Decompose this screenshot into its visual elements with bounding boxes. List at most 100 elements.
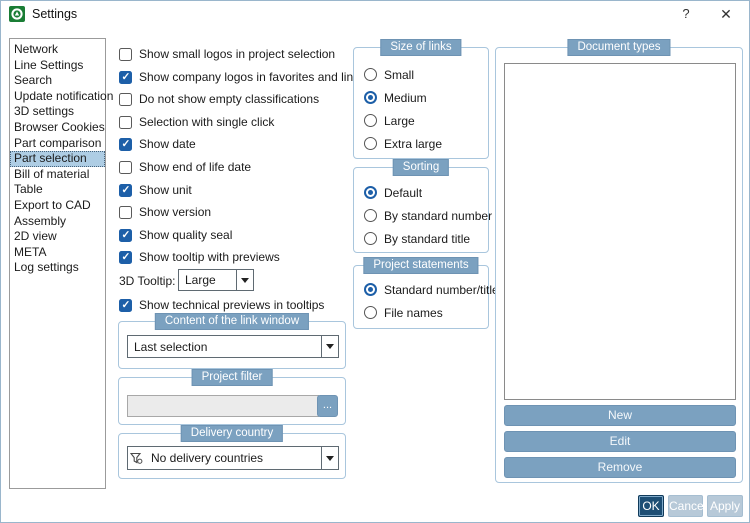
group-project-filter-title: Project filter xyxy=(191,369,273,386)
checkbox-label: Show technical previews in tooltips xyxy=(139,298,325,312)
group-sorting-title: Sorting xyxy=(392,159,450,176)
checkbox-checked-icon[interactable] xyxy=(119,250,132,264)
radio-unselected-icon[interactable] xyxy=(364,68,377,81)
checkbox-unchecked-icon[interactable] xyxy=(119,115,132,129)
checkbox-tooltip-previews[interactable]: Show tooltip with previews xyxy=(119,249,280,265)
sidebar-item-2d-view[interactable]: 2D view xyxy=(14,229,57,244)
checkbox-label: Show date xyxy=(139,137,196,151)
radio-label: By standard title xyxy=(384,231,471,246)
checkbox-checked-icon[interactable] xyxy=(119,298,132,312)
radio-label: Medium xyxy=(384,90,427,105)
group-size-of-links: Size of links Small Medium Large Extra l… xyxy=(353,39,489,159)
3d-tooltip-value: Large xyxy=(185,273,216,287)
group-link-window: Content of the link window Last selectio… xyxy=(118,313,346,369)
ok-button[interactable]: OK xyxy=(638,495,664,517)
group-sorting: Sorting Default By standard number By st… xyxy=(353,159,492,253)
checkbox-show-company-logos[interactable]: Show company logos in favorites and link… xyxy=(119,69,365,85)
delivery-country-value: No delivery countries xyxy=(151,451,264,465)
checkbox-unchecked-icon[interactable] xyxy=(119,205,132,219)
checkbox-quality-seal[interactable]: Show quality seal xyxy=(119,227,232,243)
checkbox-label: Show end of life date xyxy=(139,160,252,174)
sidebar-item-update-notification[interactable]: Update notification xyxy=(14,88,114,103)
window-title: Settings xyxy=(32,7,78,21)
app-icon xyxy=(9,6,25,22)
dropdown-arrow-icon[interactable] xyxy=(236,270,253,290)
browse-button[interactable]: ... xyxy=(317,395,338,417)
new-button[interactable]: New xyxy=(504,405,736,426)
radio-sort-standard-title[interactable]: By standard title xyxy=(364,231,470,246)
sidebar-item-search[interactable]: Search xyxy=(14,73,53,88)
radio-unselected-icon[interactable] xyxy=(364,114,377,127)
dropdown-arrow-icon[interactable] xyxy=(321,336,338,357)
radio-unselected-icon[interactable] xyxy=(364,232,377,245)
radio-unselected-icon[interactable] xyxy=(364,137,377,150)
radio-label: Large xyxy=(384,113,415,128)
close-button[interactable]: ✕ xyxy=(720,6,732,22)
checkbox-checked-icon[interactable] xyxy=(119,137,132,151)
radio-unselected-icon[interactable] xyxy=(364,209,377,222)
checkbox-label: Show unit xyxy=(139,183,192,197)
sidebar-item-part-comparison[interactable]: Part comparison xyxy=(14,135,102,150)
sidebar-item-assembly[interactable]: Assembly xyxy=(14,213,67,228)
radio-standard-number-title[interactable]: Standard number/title xyxy=(364,282,499,297)
checkbox-show-small-logos[interactable]: Show small logos in project selection xyxy=(119,46,335,62)
checkbox-show-unit[interactable]: Show unit xyxy=(119,182,192,198)
checkbox-empty-classifications[interactable]: Do not show empty classifications xyxy=(119,91,319,107)
radio-selected-icon[interactable] xyxy=(364,91,377,104)
titlebar: Settings ? ✕ xyxy=(1,1,749,28)
checkbox-technical-previews[interactable]: Show technical previews in tooltips xyxy=(119,297,324,313)
document-types-list[interactable] xyxy=(504,63,736,400)
radio-selected-icon[interactable] xyxy=(364,186,377,199)
project-filter-input xyxy=(127,395,319,417)
sidebar-item-table[interactable]: Table xyxy=(14,182,43,197)
radio-size-large[interactable]: Large xyxy=(364,113,415,128)
radio-label: Standard number/title xyxy=(384,282,499,297)
dropdown-arrow-icon[interactable] xyxy=(321,447,338,469)
radio-size-small[interactable]: Small xyxy=(364,67,414,82)
group-document-types: Document types New Edit Remove xyxy=(495,39,743,483)
link-window-select[interactable]: Last selection xyxy=(127,335,339,358)
radio-sort-standard-number[interactable]: By standard number xyxy=(364,208,492,223)
checkbox-checked-icon[interactable] xyxy=(119,70,132,84)
checkbox-single-click[interactable]: Selection with single click xyxy=(119,114,274,130)
sidebar-item-bill-of-material[interactable]: Bill of material xyxy=(14,166,90,181)
checkbox-label: Show small logos in project selection xyxy=(139,47,336,61)
radio-file-names[interactable]: File names xyxy=(364,305,443,320)
radio-sort-default[interactable]: Default xyxy=(364,185,422,200)
radio-unselected-icon[interactable] xyxy=(364,306,377,319)
checkbox-label: Selection with single click xyxy=(139,115,275,129)
remove-button[interactable]: Remove xyxy=(504,457,736,478)
sidebar-item-3d-settings[interactable]: 3D settings xyxy=(14,104,75,119)
radio-size-medium[interactable]: Medium xyxy=(364,90,427,105)
radio-label: By standard number xyxy=(384,208,493,223)
sidebar-item-log-settings[interactable]: Log settings xyxy=(14,260,79,275)
sidebar-item-meta[interactable]: META xyxy=(14,244,47,259)
radio-label: Extra large xyxy=(384,136,443,151)
cancel-button[interactable]: Cancel xyxy=(668,495,706,517)
help-button[interactable]: ? xyxy=(682,6,690,21)
sidebar-item-browser-cookies[interactable]: Browser Cookies xyxy=(14,119,105,134)
3d-tooltip-select[interactable]: Large xyxy=(178,269,254,291)
checkbox-checked-icon[interactable] xyxy=(119,183,132,197)
checkbox-checked-icon[interactable] xyxy=(119,228,132,242)
checkbox-label: Show version xyxy=(139,205,212,219)
checkbox-label: Show company logos in favorites and link… xyxy=(139,70,366,84)
edit-button[interactable]: Edit xyxy=(504,431,736,452)
sidebar-item-export-to-cad[interactable]: Export to CAD xyxy=(14,197,91,212)
sidebar-item-network[interactable]: Network xyxy=(14,42,59,56)
checkbox-end-of-life[interactable]: Show end of life date xyxy=(119,159,251,175)
group-delivery-country: Delivery country No delivery countries xyxy=(118,425,346,479)
checkbox-show-date[interactable]: Show date xyxy=(119,136,196,152)
radio-size-extra-large[interactable]: Extra large xyxy=(364,136,442,151)
sidebar-item-part-selection[interactable]: Part selection xyxy=(10,151,105,167)
checkbox-unchecked-icon[interactable] xyxy=(119,92,132,106)
sidebar-item-line-settings[interactable]: Line Settings xyxy=(14,57,84,72)
delivery-country-select[interactable]: No delivery countries xyxy=(127,446,339,470)
apply-button[interactable]: Apply xyxy=(707,495,743,517)
checkbox-unchecked-icon[interactable] xyxy=(119,160,132,174)
group-delivery-country-title: Delivery country xyxy=(180,425,284,442)
checkbox-unchecked-icon[interactable] xyxy=(119,47,132,61)
checkbox-show-version[interactable]: Show version xyxy=(119,204,211,220)
radio-label: File names xyxy=(384,305,443,320)
radio-selected-icon[interactable] xyxy=(364,283,377,296)
